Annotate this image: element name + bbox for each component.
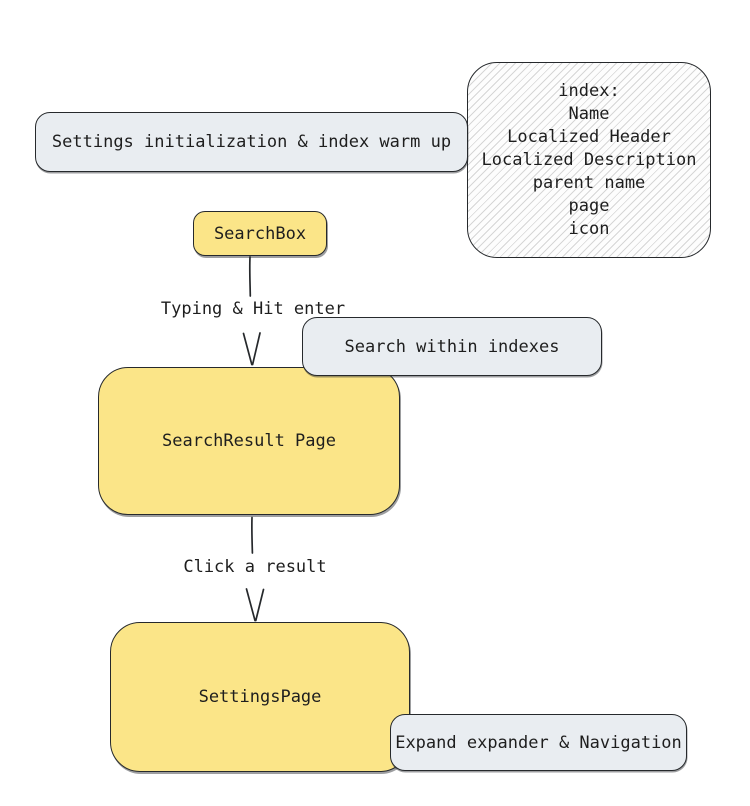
node-label: SearchBox <box>213 223 307 244</box>
index-note-field: Name <box>568 103 610 124</box>
index-note-field: icon <box>568 218 610 239</box>
node-searchbox: SearchBox <box>193 211 327 256</box>
node-label: Search within indexes <box>344 336 560 357</box>
node-index-note: index: Name Localized Header Localized D… <box>467 62 711 258</box>
index-note-field: Localized Header <box>507 126 671 147</box>
arrow-typing-shaft <box>248 256 252 297</box>
index-note-field: Localized Description <box>481 149 697 170</box>
node-searchresult-page: SearchResult Page <box>98 367 400 515</box>
index-note-field: page <box>568 195 610 216</box>
node-label: Settings initialization & index warm up <box>51 132 452 152</box>
arrow-click-head <box>245 588 265 622</box>
node-label: SettingsPage <box>198 687 322 707</box>
node-label: SearchResult Page <box>162 431 336 451</box>
node-expand-expander-navigation: Expand expander & Navigation <box>390 714 687 771</box>
edge-label-click-a-result: Click a result <box>183 557 327 577</box>
arrow-click-shaft <box>251 516 254 554</box>
index-note-title: index: <box>558 80 620 101</box>
node-settingspage: SettingsPage <box>110 622 410 772</box>
arrow-typing-head <box>242 332 261 366</box>
node-search-within-indexes: Search within indexes <box>302 317 602 376</box>
node-label: Expand expander & Navigation <box>395 732 682 753</box>
node-settings-initialization: Settings initialization & index warm up <box>35 112 468 172</box>
index-note-field: parent name <box>532 172 646 193</box>
edge-label-typing-hit-enter: Typing & Hit enter <box>160 299 346 319</box>
